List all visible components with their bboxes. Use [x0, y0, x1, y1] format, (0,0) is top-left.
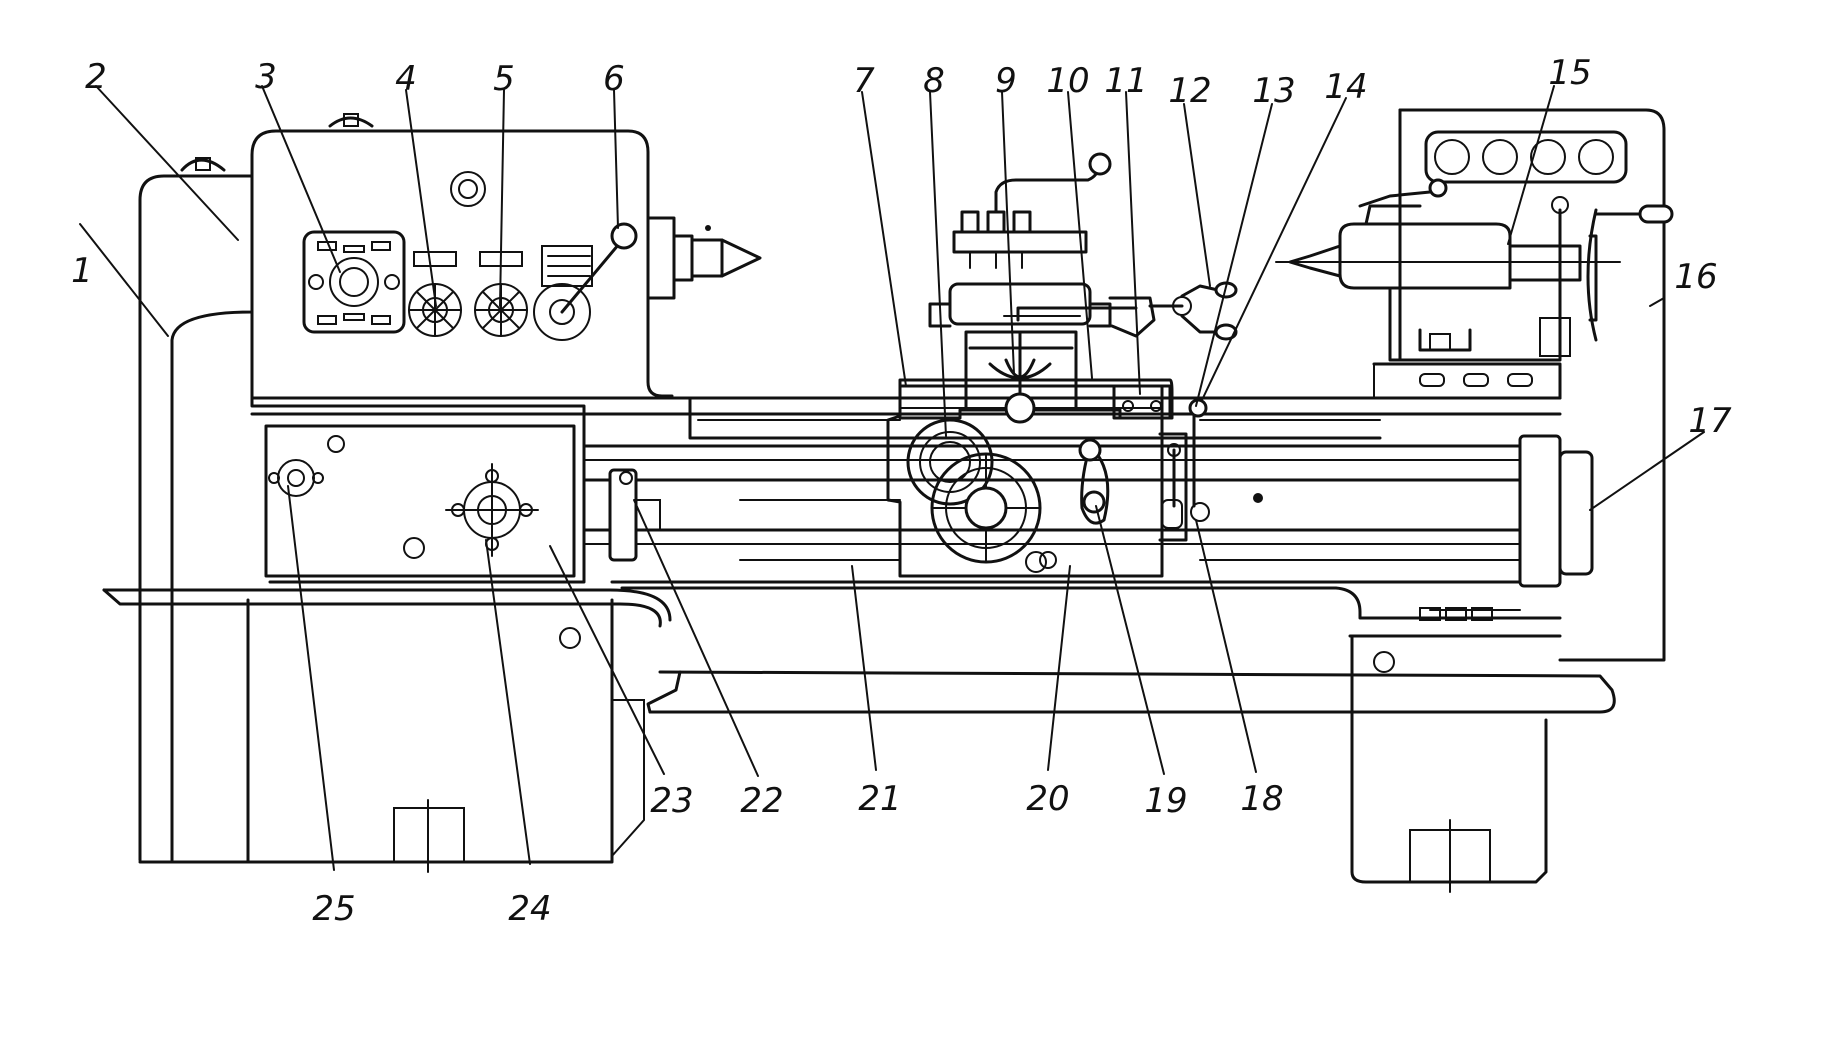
callout-10: 10: [1046, 61, 1089, 101]
leader-1: [79, 223, 169, 337]
callout-3: 3: [255, 57, 277, 97]
callout-4: 4: [395, 59, 417, 99]
callout-19: 19: [1144, 781, 1187, 821]
callout-12: 12: [1168, 71, 1211, 111]
callout-16: 16: [1674, 257, 1717, 297]
headstock: [180, 113, 762, 400]
left-pedestal: [138, 174, 254, 864]
cross-slide: [898, 378, 1174, 420]
callout-6: 6: [603, 59, 625, 99]
right-pedestal: [1348, 108, 1666, 893]
leader-5: [499, 89, 505, 307]
leader-13: [1195, 103, 1273, 407]
callout-11: 11: [1104, 61, 1147, 101]
leader-24: [485, 539, 531, 865]
cross-feed-handle: [1148, 281, 1238, 341]
callout-2: 2: [85, 57, 107, 97]
feed-rod-clutch: [608, 468, 661, 562]
lathe-bed: [250, 396, 1562, 620]
leader-22: [633, 499, 759, 777]
leader-4: [405, 89, 437, 307]
callout-15: 15: [1548, 53, 1591, 93]
callout-5: 5: [493, 59, 515, 99]
feed-gearbox: [250, 396, 586, 584]
speed-selector-panel: [302, 230, 406, 334]
leader-11: [1125, 91, 1141, 395]
leader-17: [1589, 431, 1705, 511]
headstock-lever: [533, 222, 638, 341]
leader-6: [613, 89, 619, 229]
leader-20: [1047, 565, 1071, 771]
callout-20: 20: [1026, 779, 1069, 819]
leader-15: [1507, 85, 1555, 245]
leader-23: [549, 545, 665, 775]
callout-14: 14: [1324, 67, 1367, 107]
callout-9: 9: [995, 61, 1017, 101]
callout-7: 7: [853, 61, 875, 101]
callout-17: 17: [1688, 401, 1732, 441]
leader-19: [1095, 505, 1165, 775]
leader-21: [851, 565, 877, 771]
leader-25: [287, 485, 335, 871]
callout-23: 23: [650, 781, 693, 821]
feed-rod-bracket: [1518, 434, 1594, 588]
leader-8: [929, 91, 947, 437]
leader-lines: [79, 85, 1705, 871]
apron-lever: [1078, 438, 1110, 525]
leader-3: [261, 85, 341, 273]
compound-rest: [964, 330, 1078, 424]
callout-24: 24: [508, 889, 551, 929]
carriage-handwheel: [906, 418, 1042, 564]
leader-12: [1183, 103, 1211, 287]
callout-21: 21: [858, 779, 901, 819]
callout-8: 8: [923, 61, 945, 101]
leader-16: [1649, 297, 1665, 307]
leader-14: [1201, 97, 1347, 401]
leader-10: [1067, 91, 1093, 379]
leader-18: [1195, 519, 1257, 773]
chip-tray: [102, 588, 1616, 714]
callout-1: 1: [71, 251, 93, 291]
leader-9: [1001, 91, 1015, 375]
callout-22: 22: [740, 781, 783, 821]
callout-25: 25: [312, 889, 355, 929]
tailstock: [1275, 108, 1674, 400]
tool-post: [928, 152, 1156, 338]
callout-labels: 1 2 3 4 5 6 7 8 9 10 11 12 13 14 15 16 1…: [71, 53, 1732, 929]
callout-18: 18: [1240, 779, 1283, 819]
leader-2: [95, 85, 239, 241]
half-nut-lever: [1161, 443, 1183, 529]
callout-13: 13: [1252, 71, 1295, 111]
leader-7: [861, 91, 907, 387]
